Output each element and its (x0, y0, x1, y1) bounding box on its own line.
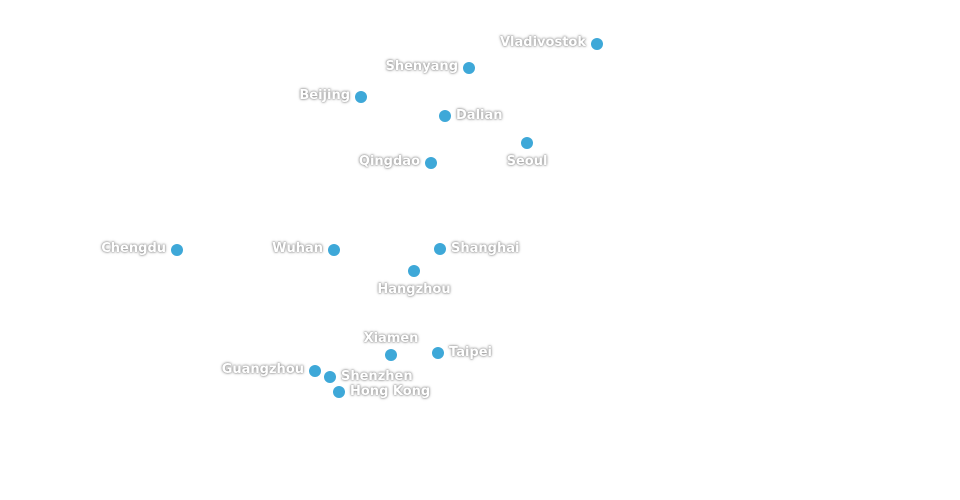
city-label-wuhan: Wuhan (272, 241, 323, 256)
city-marker-qingdao[interactable] (425, 157, 437, 169)
city-marker-dalian[interactable] (439, 110, 451, 122)
city-marker-shenyang[interactable] (463, 62, 475, 74)
city-marker-beijing[interactable] (355, 91, 367, 103)
city-label-beijing: Beijing (299, 88, 350, 103)
city-marker-hong-kong[interactable] (333, 386, 345, 398)
city-marker-shenzhen[interactable] (324, 371, 336, 383)
city-marker-vladivostok[interactable] (591, 38, 603, 50)
city-label-chengdu: Chengdu (101, 241, 166, 256)
city-label-shenyang: Shenyang (385, 59, 459, 74)
city-label-guangzhou: Guangzhou (221, 362, 304, 377)
city-marker-taipei[interactable] (432, 347, 444, 359)
city-marker-hangzhou[interactable] (408, 265, 420, 277)
city-marker-guangzhou[interactable] (309, 365, 321, 377)
city-marker-seoul[interactable] (521, 137, 533, 149)
city-label-vladivostok: Vladivostok (500, 35, 586, 50)
city-label-seoul: Seoul (506, 154, 548, 169)
city-label-dalian: Dalian (456, 108, 503, 123)
city-label-shanghai: Shanghai (451, 241, 520, 256)
city-marker-wuhan[interactable] (328, 244, 340, 256)
city-label-qingdao: Qingdao (358, 154, 420, 169)
city-label-xiamen: Xiamen (363, 331, 419, 346)
city-marker-xiamen[interactable] (385, 349, 397, 361)
city-label-hangzhou: Hangzhou (377, 282, 451, 297)
city-label-hong-kong: Hong Kong (350, 384, 431, 399)
city-label-taipei: Taipei (449, 345, 492, 360)
city-label-shenzhen: Shenzhen (341, 369, 413, 384)
city-marker-shanghai[interactable] (434, 243, 446, 255)
city-marker-chengdu[interactable] (171, 244, 183, 256)
